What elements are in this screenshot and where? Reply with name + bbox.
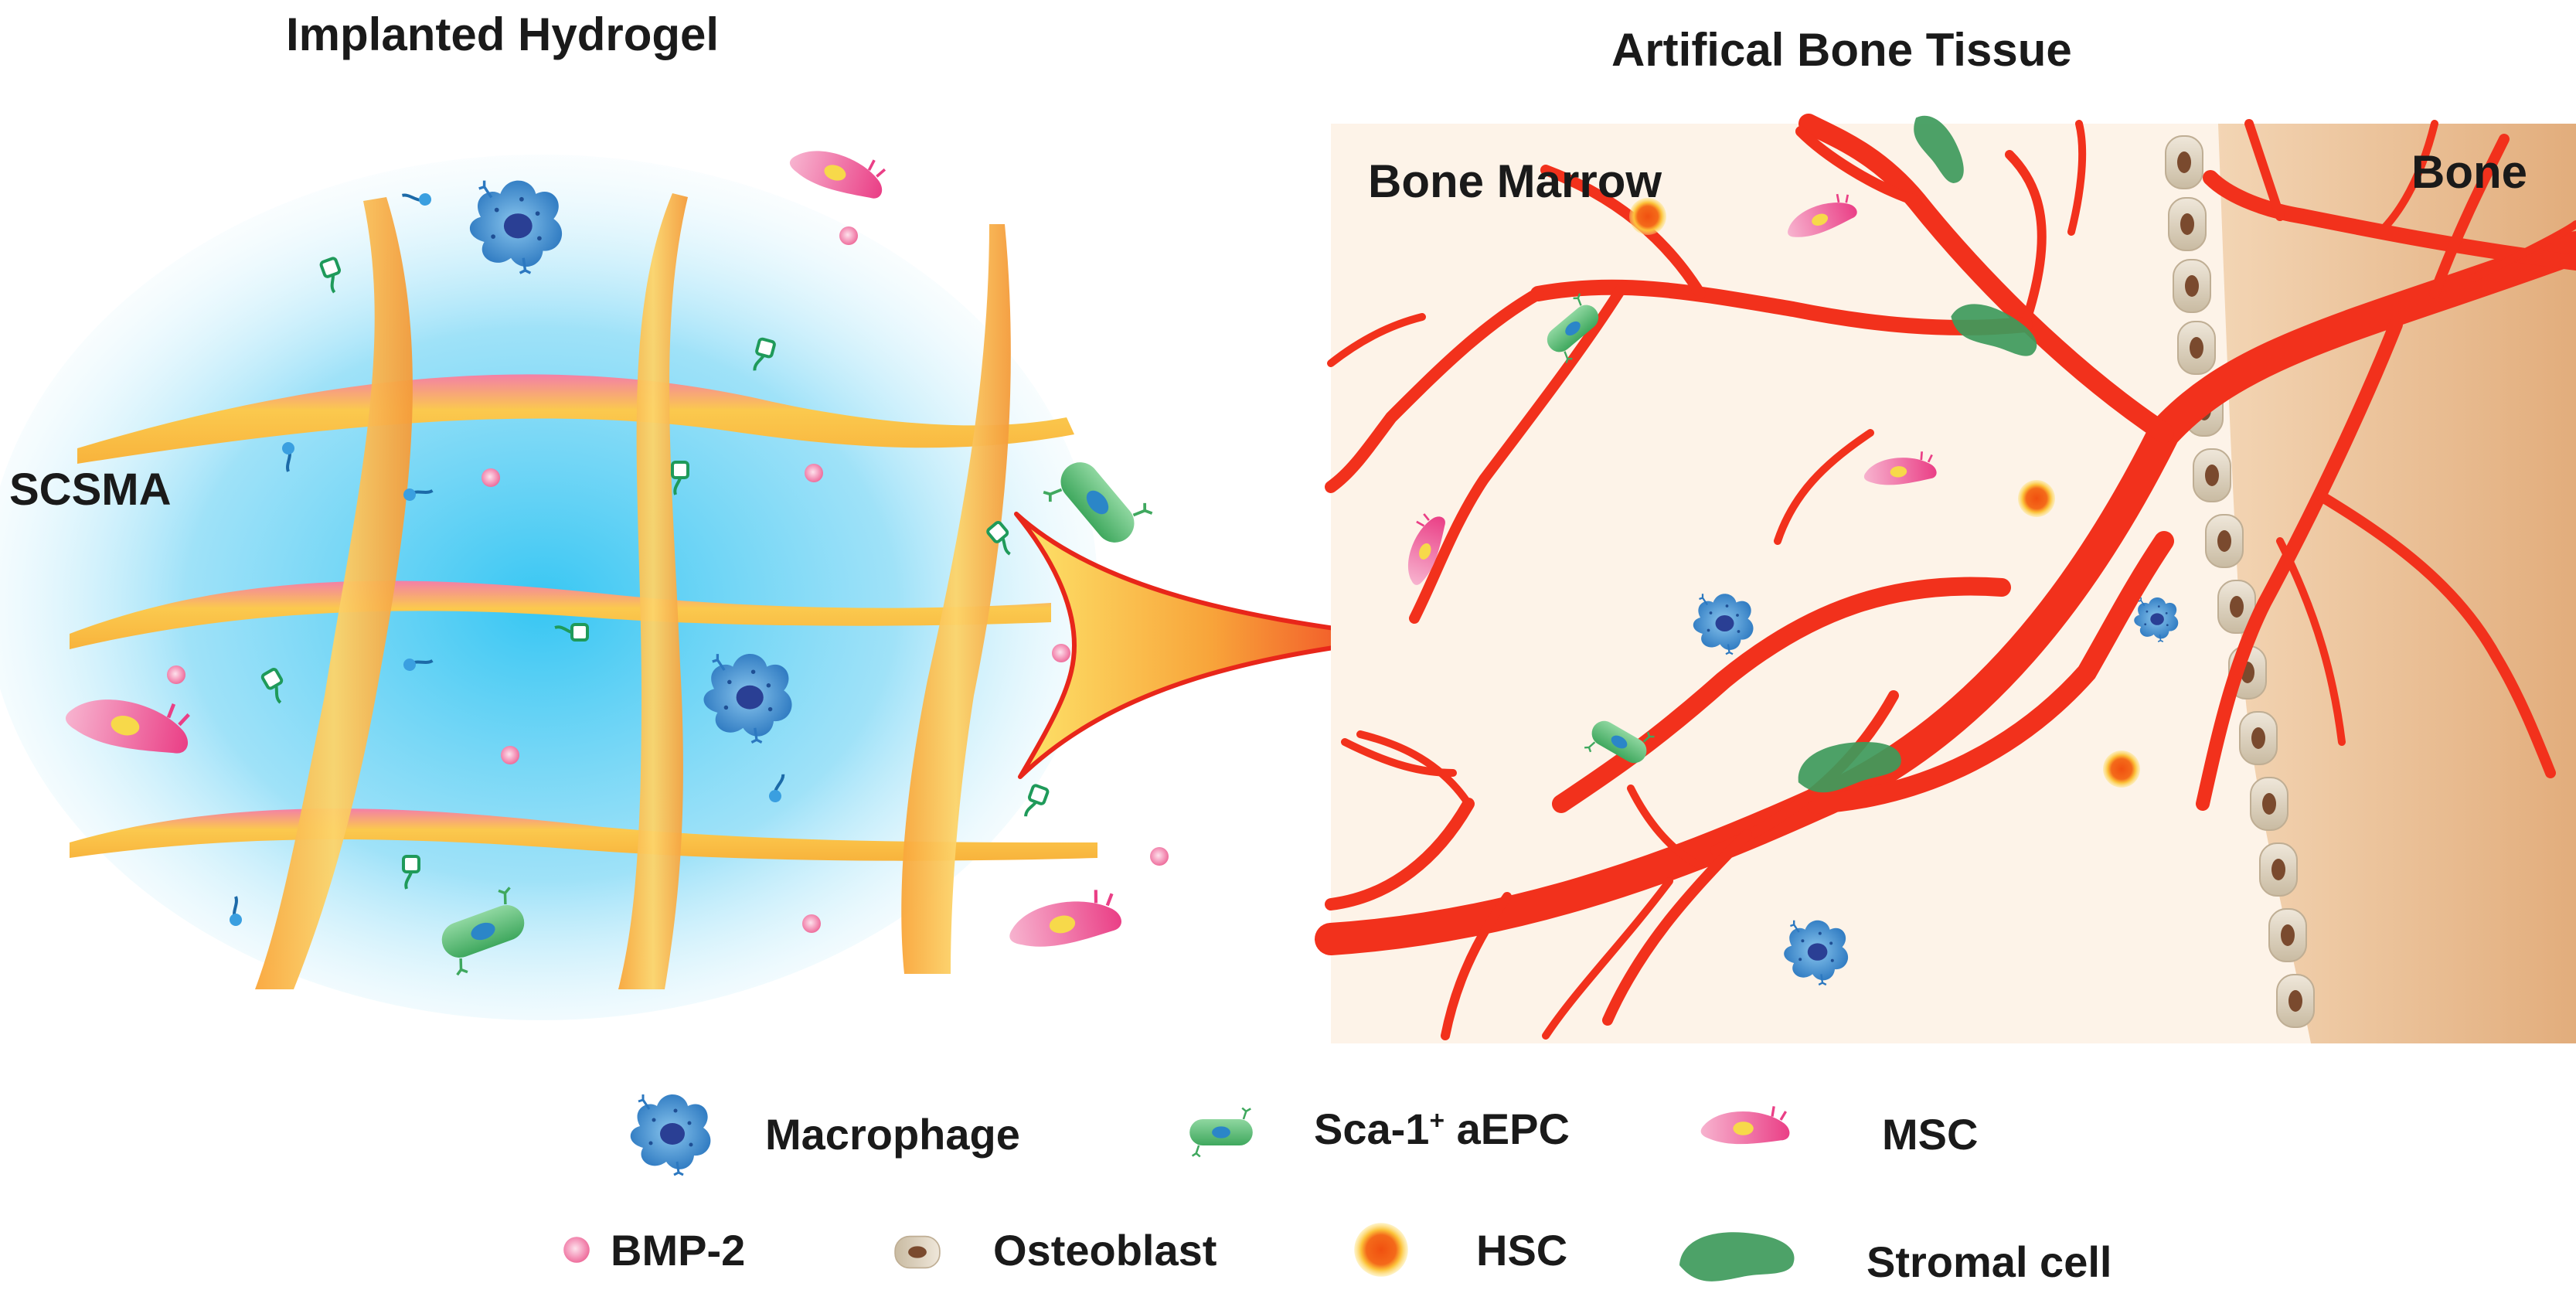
legend-aepc-sup: + <box>1429 1106 1445 1135</box>
legend-aepc-suffix: aEPC <box>1445 1104 1570 1153</box>
bmp2-particle <box>501 746 519 764</box>
msc-cell <box>784 134 892 206</box>
bmp2-particle <box>839 226 858 245</box>
hydrogel-body <box>0 155 1097 1020</box>
legend-aepc-prefix: Sca-1 <box>1314 1104 1430 1153</box>
fiber-horizontal-1 <box>77 374 1074 464</box>
scaffold-label: SCSMA <box>9 465 172 515</box>
hydrogel-title: Implanted Hydrogel <box>286 9 720 60</box>
msc-cell <box>1004 887 1124 953</box>
legend-msc-icon <box>1700 1104 1792 1145</box>
hsc-cell <box>2103 751 2140 788</box>
osteoblast-cell <box>2205 514 2244 568</box>
legend-bmp2-label: BMP-2 <box>611 1226 746 1275</box>
fiber-vertical-1 <box>255 197 413 989</box>
osteoblast-cell <box>2177 321 2216 375</box>
osteoblast-cell <box>2259 842 2298 897</box>
legend-stromal-label: Stromal cell <box>1866 1237 2112 1286</box>
legend-bmp2-icon <box>563 1237 590 1263</box>
osteoblast-cell <box>2239 711 2278 765</box>
bone-tissue-panel <box>1315 107 2576 1043</box>
bone-tissue-title: Artifical Bone Tissue <box>1611 24 2072 76</box>
bone-label: Bone <box>2411 146 2527 198</box>
hsc-cell <box>2018 480 2055 517</box>
osteoblast-cell <box>2268 908 2307 962</box>
bmp2-particle <box>1150 847 1169 866</box>
bmp2-particle <box>802 914 821 933</box>
transition-arrow <box>1014 512 1409 779</box>
osteoblast-cell <box>2168 197 2207 251</box>
hydrogel-panel <box>0 134 1169 1020</box>
osteoblast-cell <box>2173 259 2211 313</box>
bmp2-particle <box>1052 644 1070 662</box>
fiber-vertical-2 <box>618 193 688 989</box>
bone-marrow-label: Bone Marrow <box>1368 155 1662 207</box>
osteoblast-cell <box>2250 777 2288 831</box>
osteoblast-cell <box>2165 135 2203 189</box>
legend-aepc-icon <box>1188 1107 1254 1158</box>
legend-macrophage-label: Macrophage <box>765 1110 1020 1159</box>
bmp2-particle <box>805 464 823 482</box>
legend-osteoblast-icon <box>894 1235 941 1269</box>
blood-vessel-network <box>1315 114 2576 1040</box>
legend-osteoblast-label: Osteoblast <box>993 1226 1217 1275</box>
legend-aepc-label: Sca-1+ aEPC <box>1314 1104 1570 1154</box>
legend-msc-label: MSC <box>1882 1110 1979 1159</box>
bmp2-particle <box>167 665 185 684</box>
legend-macrophage-icon <box>629 1093 712 1176</box>
osteoblast-cell <box>2193 448 2231 502</box>
legend-hsc-label: HSC <box>1476 1226 1568 1275</box>
legend-hsc-icon <box>1354 1223 1408 1277</box>
osteoblast-cell <box>2276 974 2315 1028</box>
bmp2-particle <box>482 468 500 487</box>
fiber-horizontal-2 <box>70 580 1051 649</box>
legend-stromal-icon <box>1679 1232 1795 1281</box>
fiber-vertical-3 <box>901 224 1011 974</box>
